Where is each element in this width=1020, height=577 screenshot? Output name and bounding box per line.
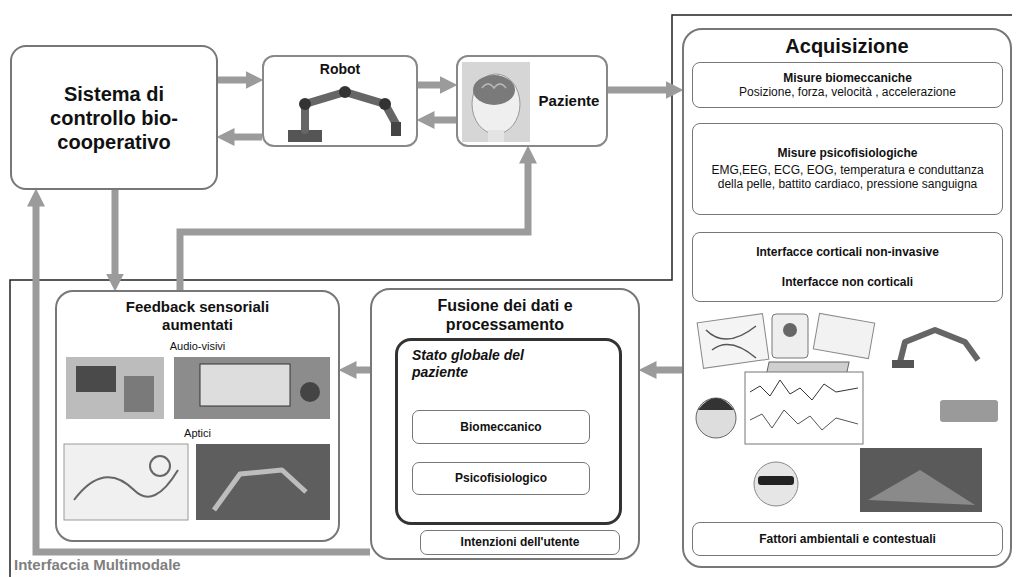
flow-arrow [230, 134, 262, 141]
node-title: Sistema di controllo bio-cooperativo [20, 82, 208, 154]
node-text: Aptici [184, 427, 211, 440]
flow-arrow [608, 87, 670, 94]
interface-frame [10, 15, 1012, 577]
node-text: Audio-visivi [170, 340, 226, 353]
feedback-panel: Feedback sensoriali aumentatiAudio-visiv… [55, 290, 340, 542]
node-title: Intenzioni dell'utente [461, 535, 580, 549]
control-system-box: Sistema di controllo bio-cooperativo [10, 45, 218, 190]
sensor-devices-illustration [696, 313, 998, 512]
patient-head-illustration [472, 74, 520, 134]
flow-arrow [652, 367, 682, 374]
fusion-panel: Fusione dei dati e processamentoStato gl… [370, 288, 640, 560]
node-text: Interfacce non corticali [782, 275, 913, 289]
context-box: Fattori ambientali e contestuali [692, 522, 1003, 556]
flow-arrow [418, 82, 444, 89]
interface-box: Interfacce corticali non-invasiveInterfa… [692, 232, 1003, 302]
robot-arm-illustration [339, 86, 351, 98]
sensor-devices-illustration [754, 462, 798, 506]
sensor-devices-illustration [940, 400, 998, 422]
sensor-devices-illustration [745, 372, 863, 444]
acquisition-panel: AcquisizioneMisure biomeccanichePosizion… [682, 28, 1012, 568]
feedback-illustration [196, 444, 330, 520]
feedback-illustration [174, 357, 330, 419]
state-box: Psicofisiologico [412, 462, 590, 495]
node-text: Posizione, forza, velocità , accelerazio… [739, 85, 956, 99]
patient-head-illustration [482, 84, 506, 88]
node-title: Interfacce corticali non-invasive [756, 245, 939, 259]
feedback-illustration [124, 376, 154, 412]
feedback-illustration [200, 364, 290, 406]
sensor-devices-illustration [772, 314, 808, 358]
sensor-devices-illustration [750, 410, 858, 430]
feedback-illustration [66, 357, 164, 419]
robot-arm-illustration [391, 122, 401, 136]
sensor-devices-illustration [868, 470, 975, 505]
patient-state-box: Stato globale del pazienteBiomeccanicoPs… [395, 338, 622, 525]
sensor-devices-illustration [860, 448, 982, 512]
measure-box: Misure psicofisiologicheEMG,EEG, ECG, EO… [692, 123, 1003, 215]
feedback-illustration [64, 357, 330, 520]
robot-arm-illustration [299, 98, 311, 110]
node-title: Stato globale del paziente [412, 347, 562, 381]
patient-head-illustration [473, 75, 515, 105]
feedback-illustration [150, 456, 170, 476]
robot-arm-illustration [288, 86, 401, 142]
state-box: Biomeccanico [412, 410, 590, 444]
node-title: Fattori ambientali e contestuali [759, 532, 936, 546]
interface-frame [10, 15, 1012, 577]
sensor-devices-illustration [696, 398, 736, 438]
measure-box: Misure biomeccanichePosizione, forza, ve… [692, 62, 1003, 108]
sensor-devices-illustration [758, 476, 794, 485]
sensor-devices-illustration [892, 360, 914, 368]
node-title: Misure biomeccaniche [783, 71, 912, 85]
sensor-devices-illustration [900, 330, 978, 362]
node-title: Fusione dei dati e processamento [400, 296, 610, 334]
flow-arrow [112, 190, 119, 278]
flow-arrow [36, 202, 370, 552]
feedback-illustration [64, 444, 188, 520]
flow-arrow [218, 77, 250, 84]
sensor-devices-illustration [698, 398, 734, 410]
patient-head-illustration [488, 130, 504, 142]
feedback-illustration [76, 366, 116, 392]
sensor-devices-illustration [783, 323, 797, 337]
patient-head-illustration [462, 62, 530, 142]
patient-head-illustration [462, 62, 530, 142]
flow-arrow [352, 367, 370, 374]
feedback-illustration [300, 382, 320, 402]
interface-label: Interfaccia Multimodale [14, 556, 181, 573]
intention-box: Intenzioni dell'utente [420, 530, 620, 555]
feedback-illustration [74, 470, 178, 500]
flow-arrow [180, 159, 528, 290]
sensor-devices-illustration [697, 314, 769, 369]
patient-box: Paziente [456, 55, 608, 147]
flow-arrow [430, 117, 456, 124]
node-text: EMG,EEG, ECG, EOG, temperatura e condutt… [701, 163, 994, 192]
node-title: Biomeccanico [460, 420, 541, 434]
node-title: Misure psicofisiologiche [777, 146, 917, 160]
feedback-illustration [214, 470, 306, 510]
robot-arm-illustration [305, 92, 396, 130]
node-title: Paziente [539, 92, 600, 110]
sensor-devices-illustration [813, 313, 874, 358]
node-title: Robot [320, 61, 360, 78]
node-title: Feedback sensoriali aumentati [113, 298, 283, 334]
sensor-devices-illustration [706, 326, 756, 358]
sensor-devices-illustration [750, 380, 858, 400]
robot-arm-illustration [379, 98, 391, 110]
node-title: Psicofisiologico [455, 471, 547, 485]
node-title: Acquisizione [785, 34, 908, 58]
robot-box: Robot [262, 55, 418, 147]
